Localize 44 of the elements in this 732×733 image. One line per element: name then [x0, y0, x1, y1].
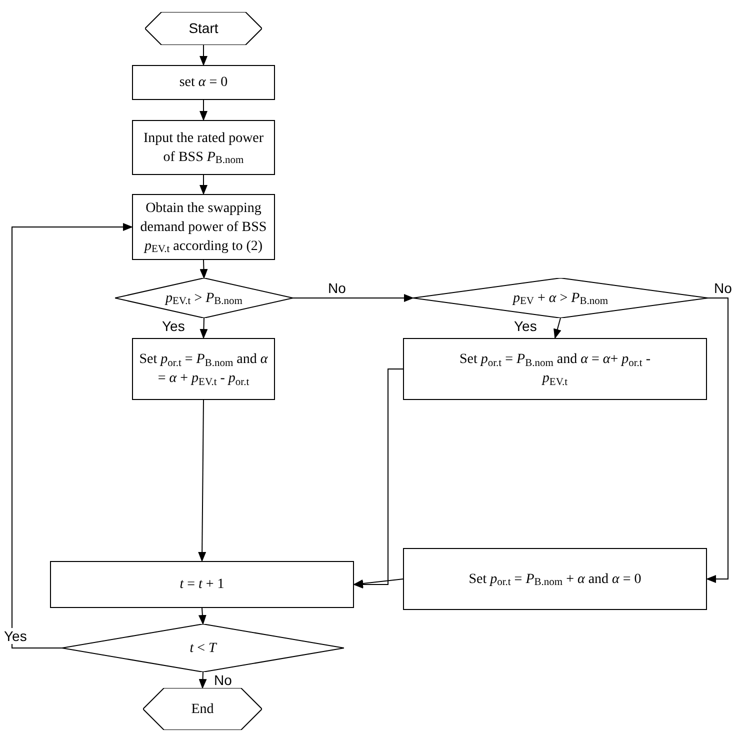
- decision-diamond: [62, 624, 344, 672]
- edge-label: Yes: [160, 318, 187, 334]
- arrow: [12, 223, 133, 648]
- edge-label: Yes: [512, 318, 539, 334]
- step-text: Set p$_{or.t}$ = P$_{B.nom}$ and α = α+ p$_{or.t}$ - p$_{EV.t}$: [458, 351, 652, 388]
- decision-diamond: [413, 278, 708, 318]
- step-text: p$_{EV}$ + α > P$_{B.nom}$: [512, 290, 608, 308]
- step-text: p$_{EV.t}$ > P$_{B.nom}$: [166, 290, 242, 308]
- edge-label: No: [326, 280, 348, 296]
- process-box: [132, 194, 275, 260]
- edge-label: No: [212, 672, 234, 688]
- process-box: [132, 65, 275, 100]
- process-box: [132, 120, 275, 175]
- edge-label: No: [712, 280, 732, 296]
- arrow: [200, 260, 208, 279]
- arrow: [353, 368, 404, 588]
- arrow: [200, 44, 208, 66]
- step-text: Obtain the swapping demand power of BSS p$_{EV.t}$ according to (2): [139, 200, 268, 256]
- step-text: Input the rated power of BSS P$_{B.nom}$: [142, 130, 265, 166]
- step-text: Set p$_{or.t}$ = P$_{B.nom}$ and α = α + p$_{EV.t}$ - p$_{or.t}$: [138, 351, 269, 388]
- process-box: [403, 338, 707, 400]
- step-text: Start: [188, 19, 218, 38]
- process-box: [403, 548, 707, 610]
- step-text: Set p$_{or.t}$ = P$_{B.nom}$ + α and α = 0: [468, 570, 642, 588]
- arrow: [198, 608, 206, 625]
- arrow: [198, 672, 207, 689]
- edge-label: Yes: [2, 628, 29, 644]
- process-box: [132, 338, 275, 400]
- step-text: t = t + 1: [180, 576, 224, 594]
- step-text: End: [191, 700, 214, 718]
- arrow: [198, 400, 206, 562]
- step-text: set α = 0: [179, 74, 228, 92]
- arrow: [292, 294, 414, 302]
- terminal-hexagon: [143, 688, 262, 730]
- arrow: [200, 174, 208, 195]
- step-text: t < T: [190, 640, 216, 658]
- arrow: [200, 318, 208, 339]
- arrow: [353, 578, 404, 588]
- decision-diamond: [115, 278, 293, 318]
- terminal-hexagon: [145, 12, 262, 45]
- arrow: [554, 318, 562, 339]
- process-box: [50, 561, 354, 608]
- arrow: [200, 100, 208, 121]
- arrow: [706, 298, 728, 583]
